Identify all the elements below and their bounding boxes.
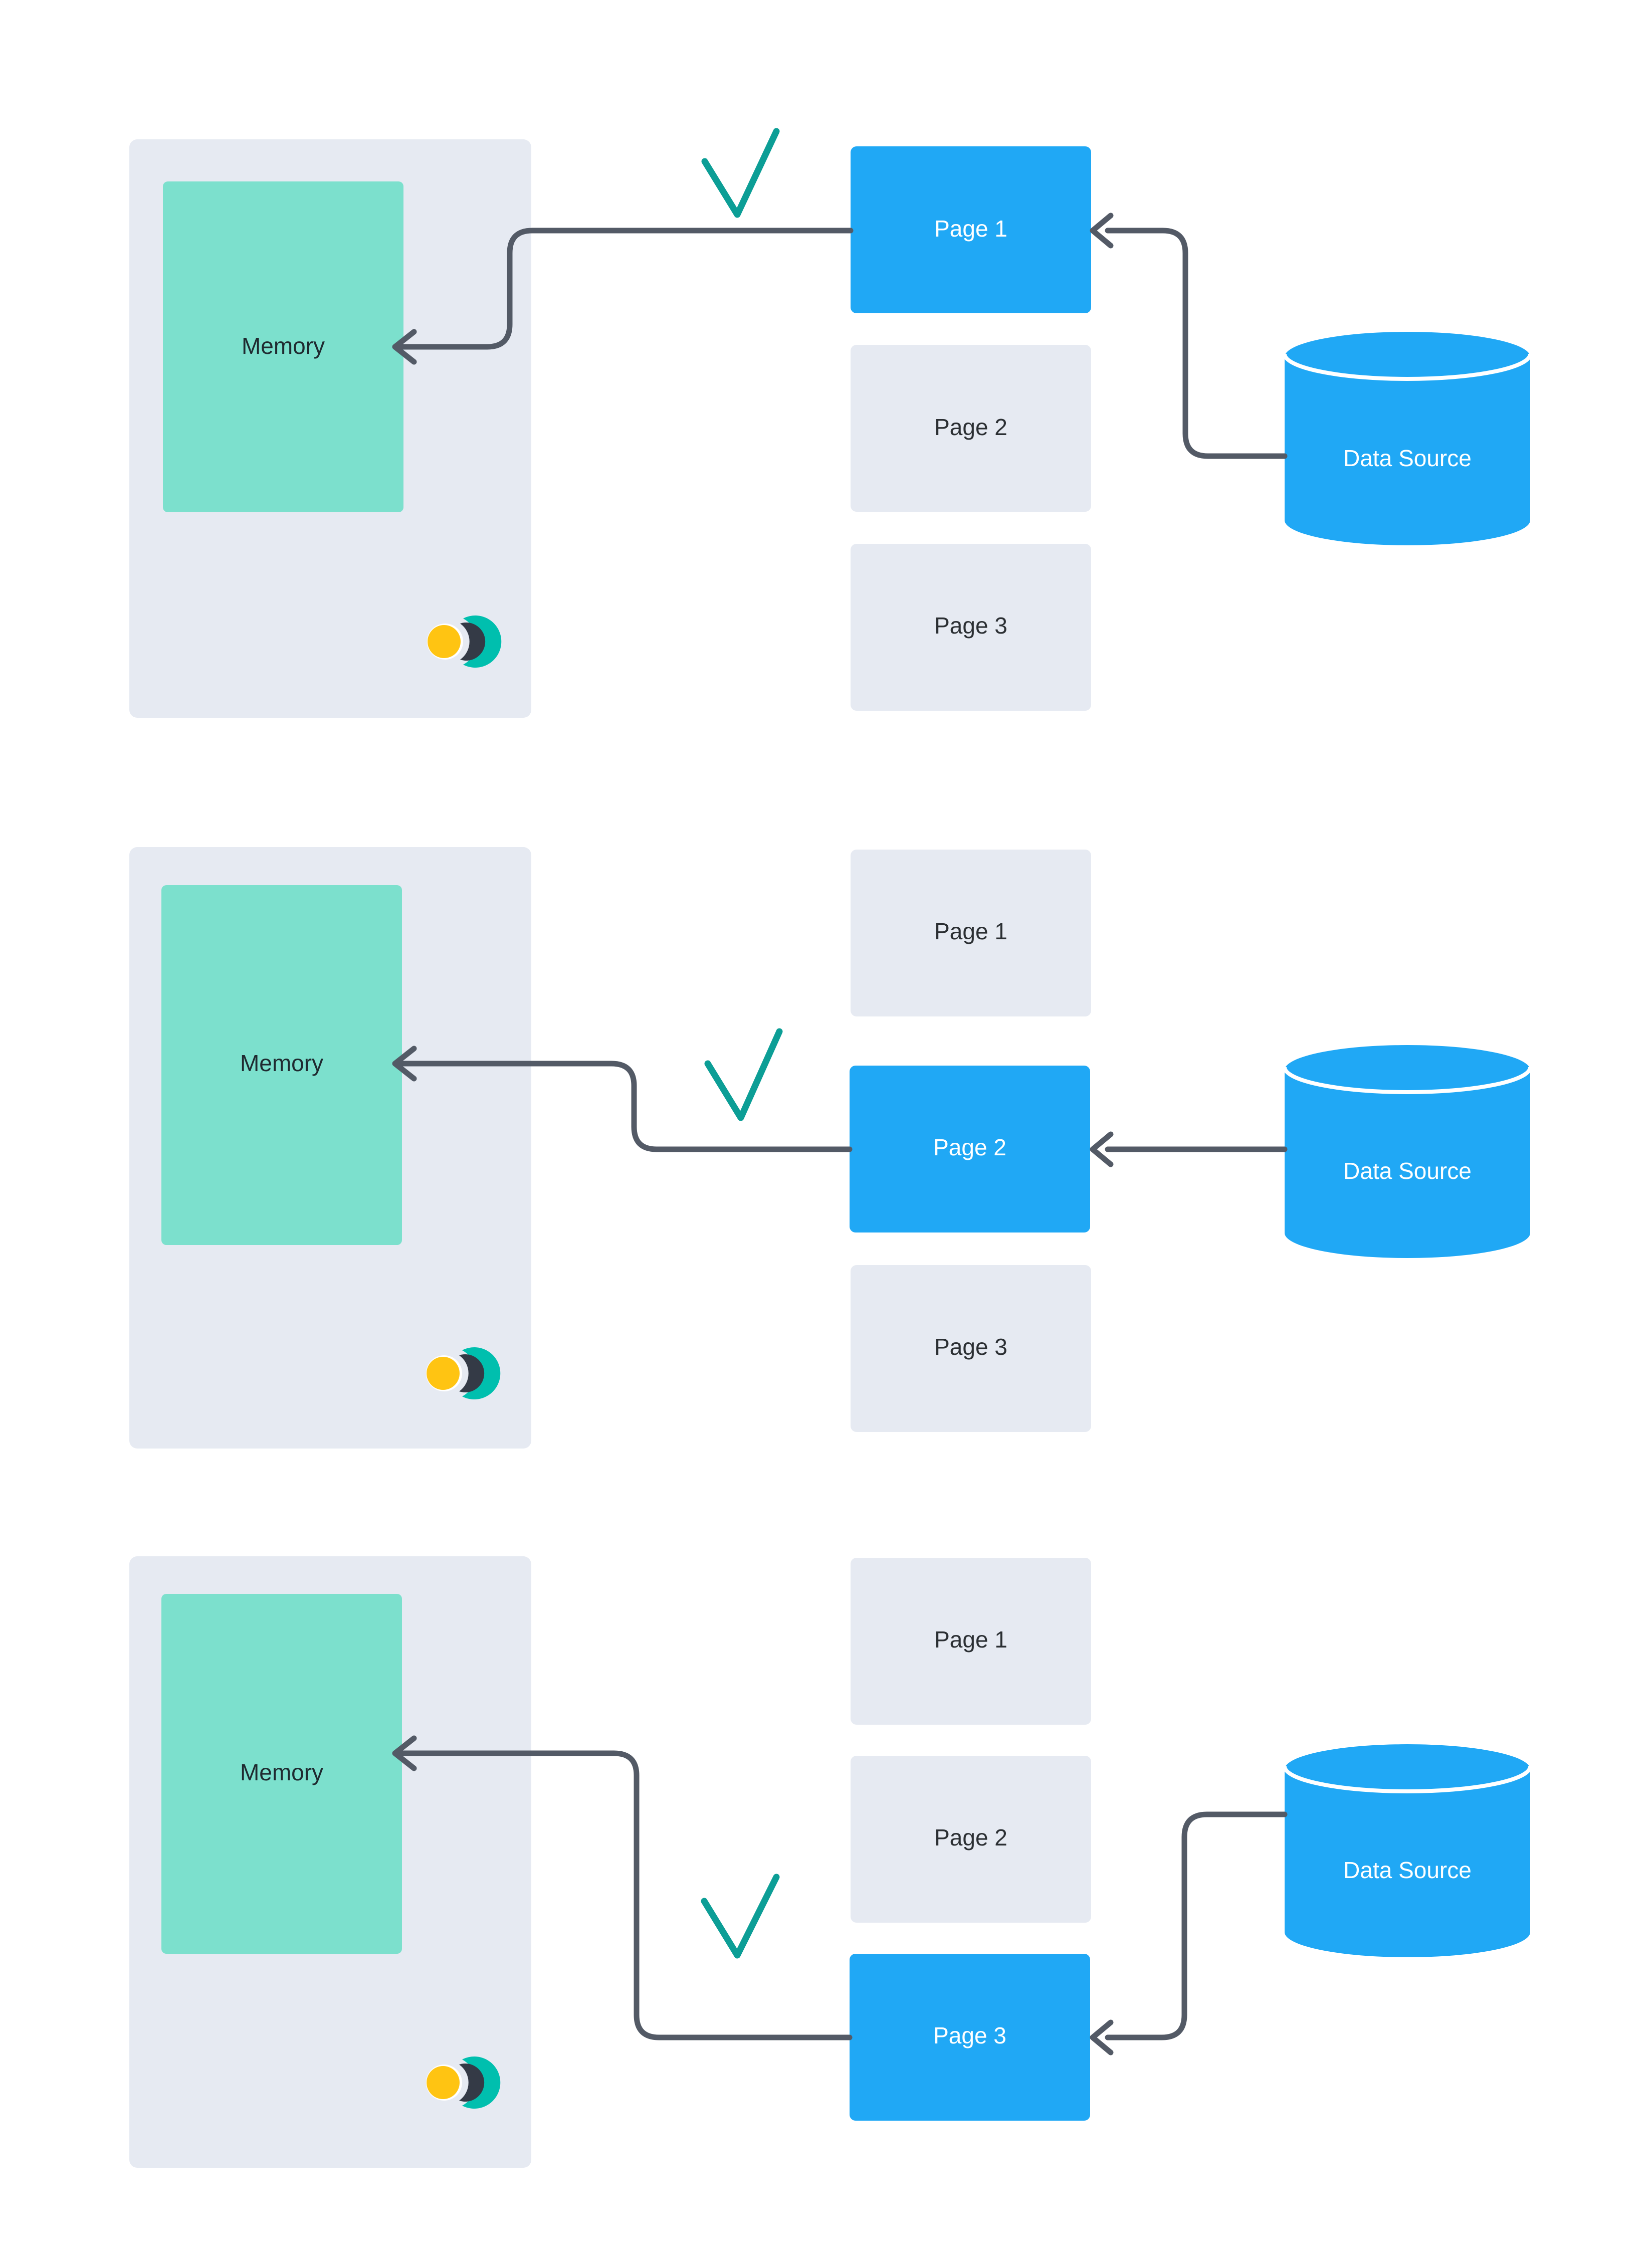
page-box-3[interactable] <box>851 1265 1091 1432</box>
page-label-1: Page 1 <box>934 918 1007 944</box>
arrow-left-icon <box>1090 2019 1114 2056</box>
page-box-1[interactable] <box>851 850 1091 1016</box>
page-label-1: Page 1 <box>934 216 1007 242</box>
page-label-1: Page 1 <box>934 1626 1007 1653</box>
arrow-page-to-memory <box>393 228 854 350</box>
page-label-3: Page 3 <box>933 2022 1006 2048</box>
memory-label: Memory <box>242 333 325 359</box>
arrow-page-to-memory <box>393 1750 853 2040</box>
page-box-1[interactable] <box>851 146 1091 313</box>
app-logo-icon <box>426 2057 501 2109</box>
arrow-left-icon <box>392 1735 417 1771</box>
database-cylinder-icon[interactable] <box>1283 332 1532 545</box>
memory-block[interactable] <box>161 885 402 1245</box>
check-mark-icon <box>704 1028 783 1121</box>
arrow-page-to-memory <box>393 1061 853 1152</box>
data-source-label: Data Source <box>1343 445 1472 471</box>
section-step-1: Memory Page 1 Page 2 Page 3 Data Source <box>129 128 1532 718</box>
memory-block[interactable] <box>161 1594 402 1954</box>
section-step-3: Memory Page 1 Page 2 Page 3 Data Source <box>129 1556 1532 2168</box>
page-label-3: Page 3 <box>934 612 1007 639</box>
page-box-2[interactable] <box>850 1066 1090 1232</box>
memory-label: Memory <box>240 1759 323 1785</box>
database-cylinder-icon[interactable] <box>1283 1744 1532 1957</box>
page-box-2[interactable] <box>851 1756 1091 1923</box>
page-label-2: Page 2 <box>934 414 1007 440</box>
data-source-label: Data Source <box>1343 1857 1472 1883</box>
app-logo-icon <box>427 615 502 668</box>
page-label-3: Page 3 <box>934 1334 1007 1360</box>
page-box-3[interactable] <box>850 1954 1090 2121</box>
check-mark-icon <box>701 1874 780 1959</box>
page-box-3[interactable] <box>851 544 1091 711</box>
arrow-datasource-to-page <box>1105 228 1288 459</box>
memory-label: Memory <box>240 1050 323 1076</box>
page-box-2[interactable] <box>851 345 1091 512</box>
database-cylinder-icon[interactable] <box>1283 1045 1532 1258</box>
data-source-label: Data Source <box>1343 1158 1472 1184</box>
section-step-2: Memory Page 1 Page 2 Page 3 Data Source <box>129 847 1532 1449</box>
page-box-1[interactable] <box>851 1558 1091 1725</box>
check-mark-icon <box>701 128 780 218</box>
memory-block[interactable] <box>163 181 403 512</box>
page-label-2: Page 2 <box>934 1824 1007 1851</box>
arrow-left-icon <box>392 329 417 365</box>
page-label-2: Page 2 <box>933 1134 1006 1160</box>
arrow-datasource-to-page <box>1105 1811 1288 2040</box>
app-logo-icon <box>426 1347 501 1399</box>
arrow-left-icon <box>392 1046 417 1082</box>
arrow-left-icon <box>1090 213 1114 249</box>
arrow-left-icon <box>1090 1131 1114 1167</box>
